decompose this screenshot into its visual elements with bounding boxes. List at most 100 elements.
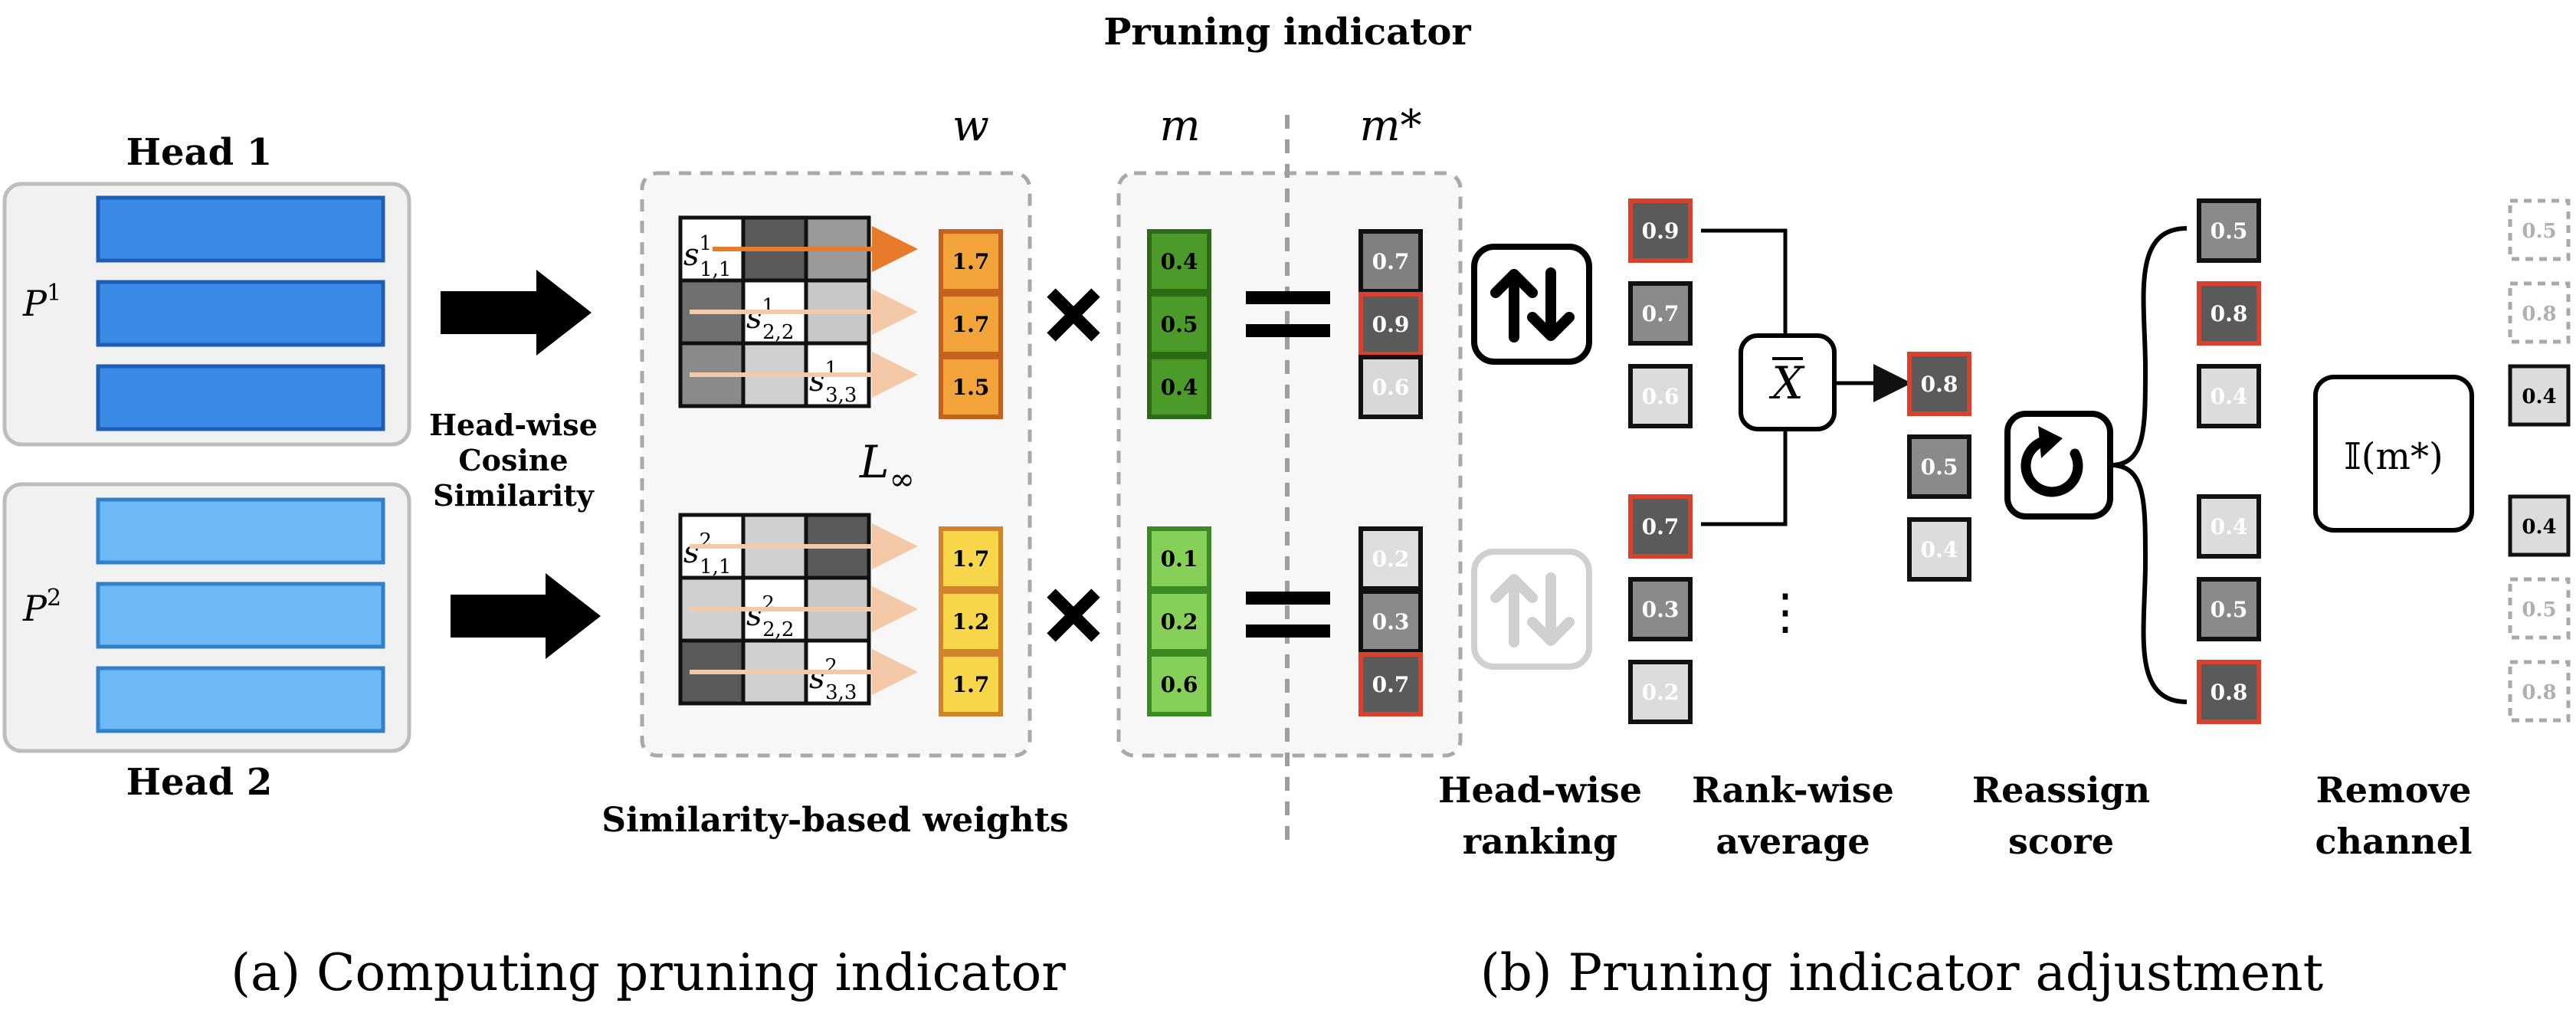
ranking-cell-value: 0.3	[1642, 597, 1680, 622]
m-cell: 0.2	[1147, 589, 1211, 654]
reassign-cell-value: 0.4	[2211, 384, 2248, 409]
swap-vertical-icon	[1490, 267, 1575, 343]
svg-text:Head-wise: Head-wise	[429, 408, 598, 442]
ranking-cell: 0.2	[1628, 660, 1693, 724]
w-cell: 1.7	[939, 292, 1003, 356]
w-cell-value: 1.7	[952, 312, 990, 337]
m-cell: 0.4	[1147, 355, 1211, 419]
m-star-cell: 0.6	[1358, 355, 1423, 419]
m-column: 0.4 0.5 0.4 0.1 0.2 0.6	[1147, 229, 1211, 716]
m-cell-value: 0.6	[1161, 672, 1198, 697]
m-cell: 0.5	[1147, 292, 1211, 356]
ranking-cell-value: 0.7	[1642, 301, 1680, 326]
reassign-cell: 0.4	[2197, 364, 2261, 428]
ranking-cell-value: 0.9	[1642, 218, 1680, 244]
multiply-icon	[1047, 288, 1100, 342]
reassign-cell-value: 0.5	[2211, 218, 2248, 244]
step-reassign-line1: Reassign	[1972, 769, 2150, 811]
ranking-cell: 0.7	[1628, 494, 1693, 559]
m-star-cell-value: 0.6	[1372, 375, 1410, 400]
w-column: 1.71.71.51.71.21.7	[939, 229, 1003, 716]
m-star-cell-value: 0.2	[1372, 546, 1410, 572]
ranking-cell: 0.3	[1628, 577, 1693, 641]
indicator-function: 𝕀(m*)	[2344, 435, 2443, 478]
caption-b: (b) Pruning indicator adjustment	[1480, 943, 2323, 1002]
m-cell-value: 0.5	[1161, 312, 1198, 337]
cosine-similarity-label: Head-wise Cosine Similarity	[429, 408, 598, 513]
reassign-column: 0.5 0.8 0.4 0.4 0.5 0.8	[2197, 198, 2261, 724]
kept-channel-cell-value: 0.4	[2522, 385, 2556, 408]
ranking-cell: 0.7	[1628, 281, 1693, 346]
w-cell-value: 1.7	[952, 546, 990, 572]
head1-bar-3	[96, 364, 385, 431]
p1-symbol: P1	[22, 280, 61, 324]
m-label: m	[1159, 101, 1200, 151]
m-cell: 0.4	[1147, 229, 1211, 293]
m-cell: 0.6	[1147, 652, 1211, 716]
similarity-caption: Similarity-based weights	[601, 801, 1069, 840]
step-ranking-line2: ranking	[1463, 821, 1617, 862]
ranking-column: 0.9 0.7 0.6 0.7 0.3 0.2	[1628, 198, 1693, 724]
m-star-cell: 0.7	[1358, 652, 1423, 716]
reassign-cell: 0.8	[2197, 660, 2261, 724]
w-cell: 1.5	[939, 355, 1003, 419]
head1-bar-1	[96, 195, 385, 263]
average-cell-value: 0.5	[1921, 454, 1958, 480]
ranking-cell-value: 0.7	[1642, 514, 1680, 539]
average-column: 0.8 0.5 0.4	[1907, 352, 1971, 582]
head2-panel: P2	[2, 482, 411, 753]
w-cell-value: 1.2	[952, 609, 990, 634]
reassign-cell-value: 0.8	[2211, 301, 2248, 326]
removed-channel-cell-value: 0.8	[2522, 681, 2556, 704]
w-cell: 1.2	[939, 589, 1003, 654]
removed-channel-cell: 0.5	[2508, 198, 2571, 261]
indicator-function-box	[2313, 375, 2474, 533]
w-cell-value: 1.5	[952, 375, 990, 400]
refresh-icon	[2020, 426, 2083, 497]
step-reassign-line2: score	[2008, 821, 2114, 862]
m-star-cell-value: 0.9	[1372, 312, 1410, 337]
removed-channel-cell: 0.8	[2508, 660, 2571, 723]
equals-icon	[1246, 592, 1330, 638]
caption-a: (a) Computing pruning indicator	[231, 943, 1066, 1002]
reassign-cell: 0.5	[2197, 198, 2261, 263]
reassign-cell-value: 0.5	[2211, 597, 2248, 622]
m-cell-value: 0.2	[1161, 609, 1198, 634]
ranking-button-head2	[1471, 549, 1592, 670]
head2-bar-2	[96, 582, 385, 649]
average-cell-value: 0.4	[1921, 537, 1958, 562]
head1-panel: P1	[2, 182, 411, 447]
ranking-cell: 0.9	[1628, 198, 1693, 263]
svg-text:Similarity: Similarity	[433, 478, 595, 513]
kept-channel-cell-value: 0.4	[2522, 516, 2556, 539]
ranking-cell-value: 0.6	[1642, 384, 1680, 409]
reassign-cell: 0.8	[2197, 281, 2261, 346]
average-cell: 0.4	[1907, 517, 1971, 582]
kept-channel-cell: 0.4	[2508, 494, 2571, 557]
m-cell: 0.1	[1147, 526, 1211, 591]
pruning-indicator-title: Pruning indicator	[1103, 11, 1471, 54]
matrix-arrows	[690, 226, 918, 695]
ranking-button-head1	[1471, 244, 1592, 365]
m-star-cell-value: 0.7	[1372, 672, 1410, 697]
w-label: w	[952, 101, 989, 151]
w-cell: 1.7	[939, 229, 1003, 293]
p2-symbol: P2	[22, 585, 61, 629]
m-star-cell-value: 0.3	[1372, 609, 1410, 634]
swap-vertical-icon	[1490, 572, 1575, 647]
m-cell-value: 0.1	[1161, 546, 1198, 572]
step-ranking-line1: Head-wise	[1438, 769, 1642, 811]
m-star-cell-value: 0.7	[1372, 249, 1410, 274]
reassign-cell: 0.4	[2197, 494, 2261, 559]
head1-arrow-icon	[441, 270, 592, 356]
average-cell-value: 0.8	[1921, 372, 1958, 397]
removed-channel-cell-value: 0.5	[2522, 220, 2556, 243]
svg-text:Cosine: Cosine	[458, 443, 568, 477]
ranking-cell: 0.6	[1628, 364, 1693, 428]
